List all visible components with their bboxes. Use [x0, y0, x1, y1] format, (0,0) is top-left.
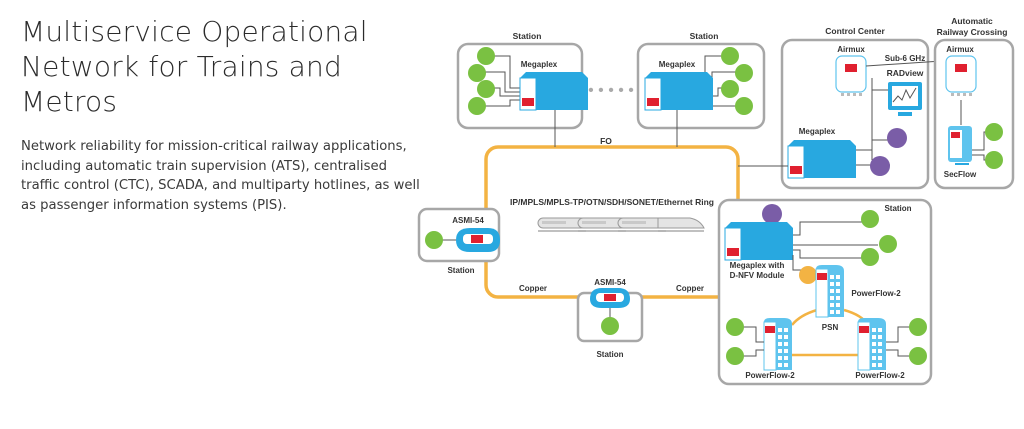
station-label: Station	[690, 31, 719, 41]
display-icon	[985, 151, 1003, 169]
gateway-icon	[799, 266, 817, 284]
phone-icon	[721, 47, 739, 65]
crossing-label-2: Railway Crossing	[937, 27, 1008, 37]
control-center-label: Control Center	[825, 26, 885, 36]
psn-label: PSN	[822, 323, 839, 332]
powerflow-label-left: PowerFlow-2	[745, 371, 795, 380]
station-label: Station	[596, 350, 623, 359]
ellipsis: • • • • •	[588, 82, 634, 99]
station-label: Station	[884, 204, 911, 213]
camera-icon	[477, 80, 495, 98]
signal-icon	[861, 210, 879, 228]
megaplex-label: Megaplex	[521, 60, 558, 69]
cctv-icon	[909, 347, 927, 365]
signal-icon	[425, 231, 443, 249]
powerflow-label-right: PowerFlow-2	[855, 371, 905, 380]
page-title: Multiservice Operational Network for Tra…	[21, 15, 368, 118]
station-right: Station Megaplex with D-NFV Module Power…	[717, 198, 933, 386]
radview-label: RADview	[887, 68, 924, 78]
megaplex-label: Megaplex	[799, 127, 836, 136]
airmux-label: Airmux	[946, 45, 974, 54]
cctv-icon	[726, 347, 744, 365]
secflow-label: SecFlow	[944, 170, 977, 179]
camera-icon	[721, 80, 739, 98]
megaplex-dnfv-label-2: D-NFV Module	[730, 271, 785, 280]
station-label: Station	[447, 266, 474, 275]
secflow-device	[948, 126, 972, 165]
display-icon	[861, 248, 879, 266]
crossing-label-1: Automatic	[951, 16, 993, 26]
train-icon	[537, 217, 705, 232]
megaplex-dnfv-label-1: Megaplex with	[730, 261, 785, 270]
control-center: Control Center Airmux Sub-6 GHz RADview …	[738, 26, 958, 190]
display-icon	[909, 318, 927, 336]
phone-icon	[870, 156, 890, 176]
page-description: Network reliability for mission-critical…	[21, 139, 420, 213]
display-icon	[726, 318, 744, 336]
switch-icon	[601, 317, 619, 335]
station-top-right: Station Megaplex	[636, 31, 766, 147]
copper-left-label: Copper	[519, 284, 547, 293]
signal-icon	[985, 123, 1003, 141]
hotline-icon	[887, 128, 907, 148]
display-icon	[468, 97, 486, 115]
airmux-label: Airmux	[837, 45, 865, 54]
copper-right-label: Copper	[676, 284, 704, 293]
station-left: ASMI-54 Station	[417, 207, 501, 275]
station-bottom: ASMI-54 Station	[576, 278, 644, 359]
signal-icon	[468, 64, 486, 82]
asmi-label: ASMI-54	[452, 216, 484, 225]
railway-crossing: Automatic Railway Crossing Airmux SecFlo…	[933, 16, 1015, 190]
ring-label: IP/MPLS/MPLS-TP/OTN/SDH/SONET/Ethernet R…	[510, 197, 714, 207]
phone-icon	[477, 47, 495, 65]
station-top-left: Station Megaplex	[456, 31, 589, 147]
megaplex-label: Megaplex	[659, 60, 696, 69]
fo-label: FO	[600, 136, 612, 146]
asmi-label: ASMI-54	[594, 278, 626, 287]
powerflow-label-top: PowerFlow-2	[851, 289, 901, 298]
radview-monitor	[888, 82, 922, 116]
cloud-nfv-icon	[762, 204, 782, 224]
display-icon	[735, 97, 753, 115]
megaplex-device	[519, 71, 589, 111]
sub6-label: Sub-6 GHz	[885, 54, 925, 63]
station-label: Station	[513, 31, 542, 41]
camera-icon	[879, 235, 897, 253]
signal-icon	[735, 64, 753, 82]
